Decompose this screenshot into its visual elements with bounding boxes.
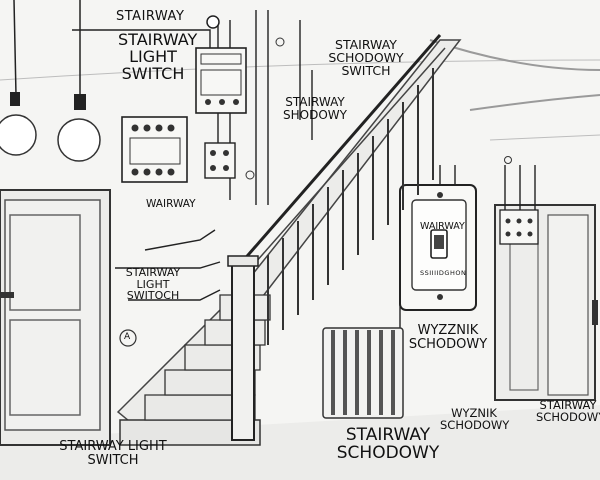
- label-left-mid-switch: STAIRWAY LIGHT SWITOCH: [125, 266, 181, 303]
- label-wyzznik-schodowy: WYZZNIK SCHODOWY: [408, 323, 488, 352]
- top-junction-box: [195, 15, 247, 114]
- label-stairway-schodowy-mid: STAIRWAY SHODOWY: [283, 95, 347, 122]
- label-schodowy-switch-top-right: STAIRWAY SCHODOWY SWITCH: [328, 37, 404, 79]
- label-switch-plate-small: SSIIIIDGHON: [420, 269, 467, 277]
- small-marker-3: [504, 156, 512, 164]
- staircase: [116, 34, 462, 446]
- label-top-title: STAIRWAY: [116, 9, 185, 24]
- label-bottom-center: STAIRWAY SCHODOWY: [336, 425, 440, 463]
- radiator: [322, 327, 404, 419]
- right-terminal-block: [499, 209, 539, 245]
- label-bottom-left: STAIRWAY LIGHT SWITCH: [59, 439, 167, 468]
- circle-marker: [119, 329, 137, 347]
- wall-light-switch: [399, 184, 477, 311]
- left-breaker-box: [121, 116, 188, 183]
- label-circle-mark: A: [124, 332, 131, 342]
- left-bulb: [0, 0, 37, 156]
- label-light-switch-top: STAIRWAY LIGHT SWITCH: [118, 30, 198, 83]
- mid-junction-box: [204, 142, 236, 179]
- left-door: [0, 189, 111, 446]
- right-door: [494, 204, 598, 401]
- small-marker-2: [245, 170, 255, 180]
- label-switch-plate: WAIRWAY: [420, 221, 465, 232]
- label-wairway: WAIRWAY: [146, 198, 196, 210]
- small-marker: [275, 37, 285, 47]
- label-stairway-bottom-right: STAIRWAY SCHODOWY: [536, 398, 600, 425]
- label-wyznik-bottom-right: WYZNIK SCHODOWY: [440, 406, 510, 433]
- right-bulb: [57, 0, 101, 162]
